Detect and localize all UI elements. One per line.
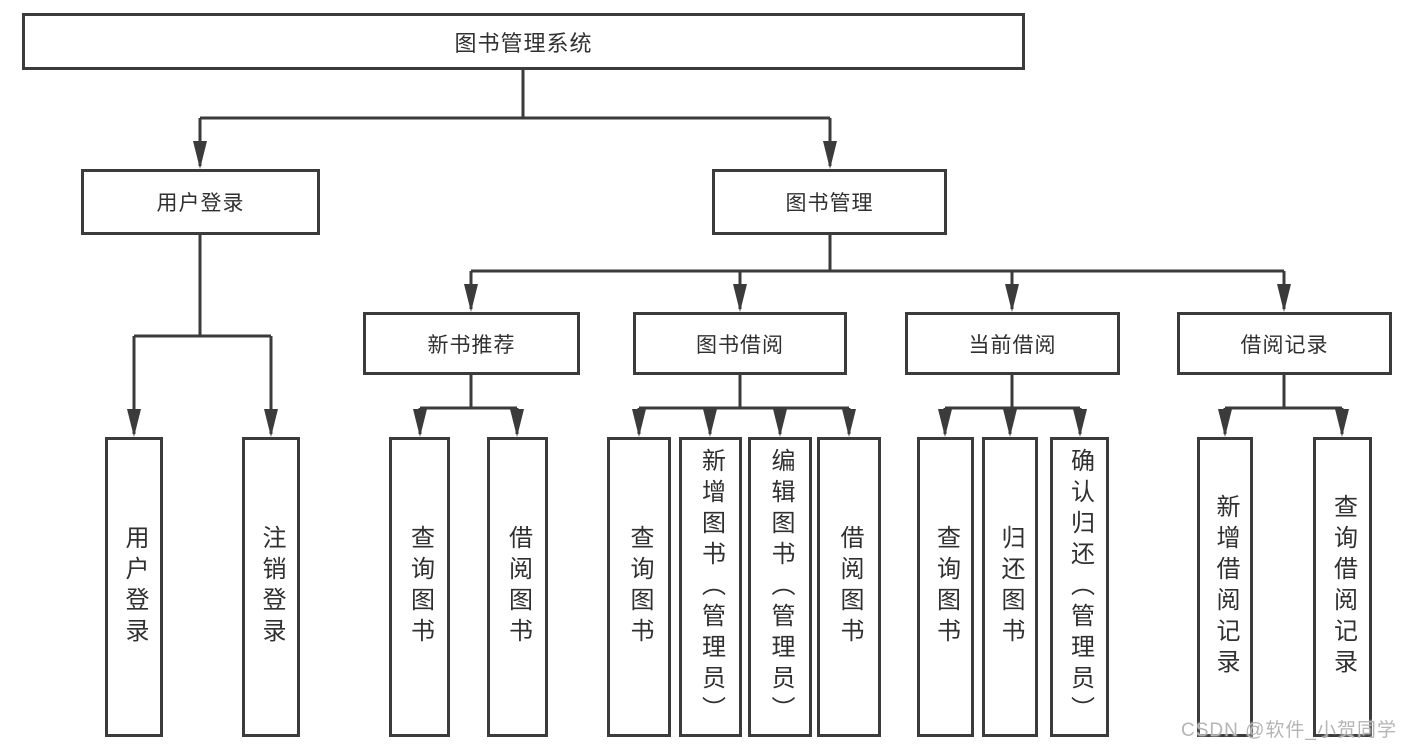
arrowhead <box>1073 409 1087 437</box>
arrowhead <box>510 409 524 437</box>
connector-current-borrow-children <box>938 375 1087 437</box>
leaf-cb-query-book: 查询图书 <box>917 437 974 737</box>
node-label: 确认归还（管理员） <box>1066 447 1094 727</box>
arrowhead <box>1003 409 1017 437</box>
node-user-login: 用户登录 <box>81 169 320 235</box>
node-label: 新书推荐 <box>427 333 516 357</box>
arrowhead <box>773 409 787 437</box>
arrowhead <box>938 409 952 437</box>
connector-book-borrow-children <box>632 375 856 437</box>
node-label: 查询借阅记录 <box>1329 494 1357 680</box>
leaf-nbr-query-book: 查询图书 <box>389 437 450 737</box>
arrowhead <box>733 284 747 312</box>
node-label: 编辑图书（管理员） <box>767 447 794 727</box>
arrowhead <box>842 409 856 437</box>
leaf-nbr-borrow-book: 借阅图书 <box>487 437 548 737</box>
connector-borrow-record-children <box>1218 375 1349 437</box>
node-label: 用户登录 <box>121 525 148 649</box>
connector-root-to-children <box>193 70 837 169</box>
node-label: 归还图书 <box>997 525 1024 649</box>
connector-book-management-children <box>464 235 1291 312</box>
leaf-bb-query-book: 查询图书 <box>607 437 671 737</box>
node-label: 借阅图书 <box>836 525 863 649</box>
leaf-cb-confirm-return-admin: 确认归还（管理员） <box>1050 437 1109 737</box>
node-label: 当前借阅 <box>968 333 1057 357</box>
node-label: 图书借阅 <box>696 333 784 357</box>
node-label: 用户登录 <box>156 192 245 215</box>
leaf-bb-borrow-book: 借阅图书 <box>817 437 881 737</box>
arrowhead <box>1335 409 1349 437</box>
arrowhead <box>413 409 427 437</box>
arrowhead <box>703 409 717 437</box>
connector-user-login-children <box>127 235 278 437</box>
arrowhead <box>823 141 837 169</box>
node-book-borrow: 图书借阅 <box>633 312 847 375</box>
arrowhead <box>193 141 207 169</box>
leaf-bb-edit-book-admin: 编辑图书（管理员） <box>748 437 812 737</box>
node-book-management: 图书管理 <box>712 169 947 235</box>
leaf-user-login: 用户登录 <box>105 437 163 737</box>
node-label: 查询图书 <box>932 525 960 649</box>
node-label: 图书管理 <box>785 192 874 215</box>
arrowhead <box>1277 284 1291 312</box>
node-current-borrow: 当前借阅 <box>905 312 1120 375</box>
leaf-br-query-record: 查询借阅记录 <box>1313 437 1372 737</box>
node-borrow-record: 借阅记录 <box>1177 312 1392 375</box>
node-label: 新增图书（管理员） <box>697 447 725 727</box>
leaf-logout-login: 注销登录 <box>242 437 300 737</box>
node-library-management-system: 图书管理系统 <box>22 13 1025 70</box>
node-label: 图书管理系统 <box>454 30 593 56</box>
arrowhead <box>264 409 278 437</box>
arrowhead <box>127 409 141 437</box>
node-label: 注销登录 <box>258 525 285 649</box>
csdn-watermark: CSDN @软件_小贺同学 <box>1181 720 1397 741</box>
leaf-br-add-record: 新增借阅记录 <box>1197 437 1253 737</box>
node-label: 借阅图书 <box>504 525 532 649</box>
node-label: 查询图书 <box>626 525 653 649</box>
leaf-bb-add-book-admin: 新增图书（管理员） <box>679 437 742 737</box>
arrowhead <box>1005 284 1019 312</box>
leaf-cb-return-book: 归还图书 <box>982 437 1038 737</box>
node-label: 查询图书 <box>406 525 434 649</box>
node-label: 借阅记录 <box>1240 333 1329 357</box>
connector-new-book-children <box>413 375 524 437</box>
node-new-book-recommend: 新书推荐 <box>363 312 580 375</box>
arrowhead <box>1218 409 1232 437</box>
arrowhead <box>464 284 478 312</box>
node-label: 新增借阅记录 <box>1212 494 1239 680</box>
arrowhead <box>632 409 646 437</box>
